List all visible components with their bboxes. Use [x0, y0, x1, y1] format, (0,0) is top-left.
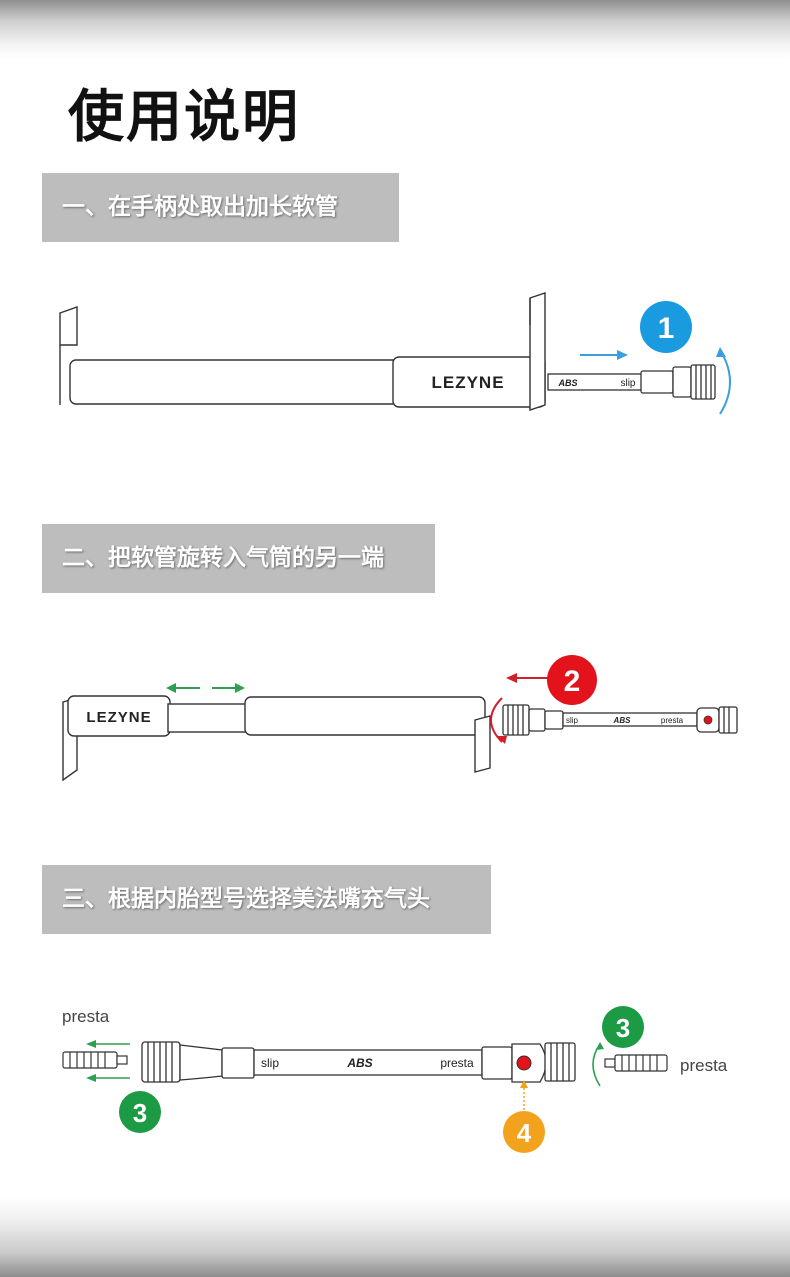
- pump-illustration: [62, 695, 491, 782]
- valve-button: [516, 1055, 532, 1071]
- pull-arrow: [580, 350, 628, 360]
- step-1-badge: 1: [640, 301, 692, 353]
- right-valve-label: presta: [680, 1056, 728, 1075]
- step-2-banner: 二、把软管旋转入气筒的另一端: [42, 524, 435, 593]
- left-presta-valve: [62, 1051, 128, 1069]
- svg-text:3: 3: [616, 1013, 630, 1043]
- step-1-banner: 一、在手柄处取出加长软管: [42, 173, 399, 242]
- left-swap-arrows: [86, 1040, 130, 1082]
- step-2-diagram: LEZYNE slip ABS presta 2: [62, 655, 738, 782]
- hose-abs-label: ABS: [346, 1056, 372, 1070]
- extend-arrows: [166, 683, 245, 693]
- page-title: 使用说明: [68, 85, 300, 150]
- hose-abs-label: ABS: [557, 378, 577, 388]
- valve-button: [703, 715, 713, 725]
- hose-presta-label: presta: [661, 716, 684, 725]
- bottom-shade: [0, 1197, 790, 1277]
- svg-text:2: 2: [564, 665, 581, 698]
- hose-illustration: [141, 1041, 576, 1083]
- right-presta-valve: [604, 1054, 668, 1072]
- step-3-right-badge: 3: [602, 1006, 644, 1048]
- twist-arrow: [716, 347, 731, 415]
- left-valve-label: presta: [62, 1007, 110, 1026]
- svg-text:1: 1: [658, 312, 675, 345]
- button-pointer-head: [520, 1080, 528, 1088]
- step-3-diagram: presta presta slip ABS pr: [62, 1006, 728, 1153]
- right-twist-arrow: [592, 1042, 604, 1087]
- insert-arrow: [506, 673, 548, 683]
- hose-slip-label: slip: [261, 1056, 279, 1070]
- step-3-left-badge: 3: [119, 1091, 161, 1133]
- pump-brand-logo: LEZYNE: [431, 373, 504, 392]
- hose-slip-label: slip: [566, 716, 579, 725]
- step-1-diagram: LEZYNE ABS slip 1: [59, 292, 731, 415]
- hose-abs-label: ABS: [613, 716, 632, 725]
- twist-arrow: [490, 697, 507, 744]
- step-2-badge: 2: [547, 655, 597, 705]
- hose-illustration: [547, 364, 716, 400]
- step-3-bottom-badge: 4: [503, 1111, 545, 1153]
- hose-illustration: [502, 704, 738, 736]
- hose-presta-label: presta: [440, 1056, 474, 1070]
- pump-brand-logo: LEZYNE: [86, 709, 151, 726]
- step-3-banner: 三、根据内胎型号选择美法嘴充气头: [42, 865, 491, 934]
- svg-text:3: 3: [133, 1098, 147, 1128]
- svg-text:4: 4: [517, 1118, 532, 1148]
- pump-illustration: [59, 292, 546, 411]
- top-shade: [0, 0, 790, 60]
- hose-slip-label: slip: [620, 378, 635, 389]
